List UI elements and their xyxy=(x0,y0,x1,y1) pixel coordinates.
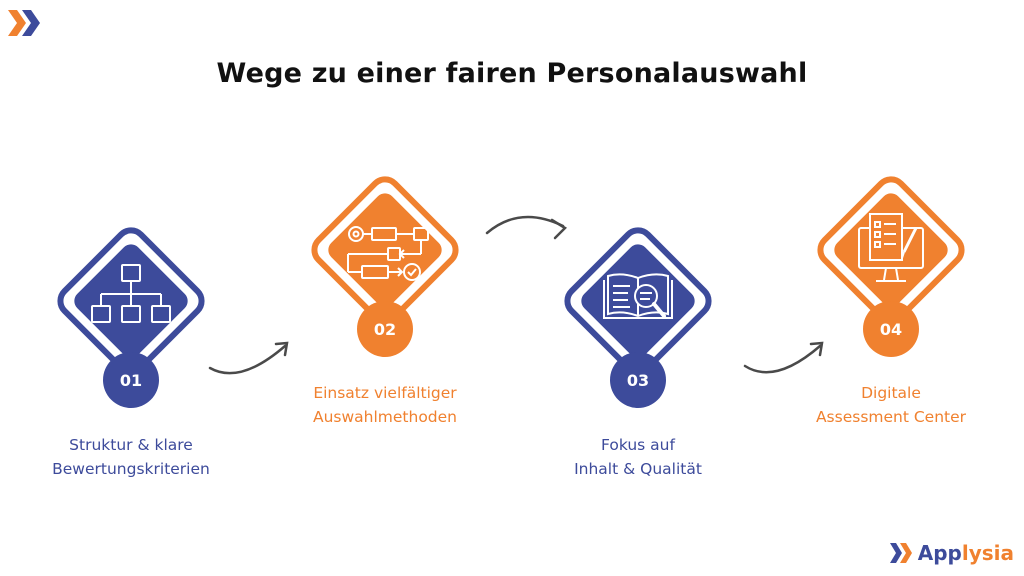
step-3-number: 03 xyxy=(610,352,666,408)
step-2-diamond xyxy=(311,176,459,324)
arrow-3-to-4 xyxy=(743,341,824,374)
step-1-number: 01 xyxy=(103,352,159,408)
brand-logo: Applysia xyxy=(889,538,1014,568)
brand-logo-chevron-icon xyxy=(889,543,912,563)
brand-name: Applysia xyxy=(917,541,1014,565)
step-4-number: 04 xyxy=(863,301,919,357)
arrow-2-to-3 xyxy=(485,215,568,240)
page-title: Wege zu einer fairen Personalauswahl xyxy=(216,58,808,89)
process-flow-icon xyxy=(347,226,429,281)
step-2-number: 02 xyxy=(357,301,413,357)
arrow-1-to-2 xyxy=(208,341,289,375)
org-chart-icon xyxy=(91,264,171,323)
checklist-monitor-icon xyxy=(858,213,924,282)
book-magnifier-icon xyxy=(603,273,673,319)
brand-chevron-icon xyxy=(8,10,40,36)
